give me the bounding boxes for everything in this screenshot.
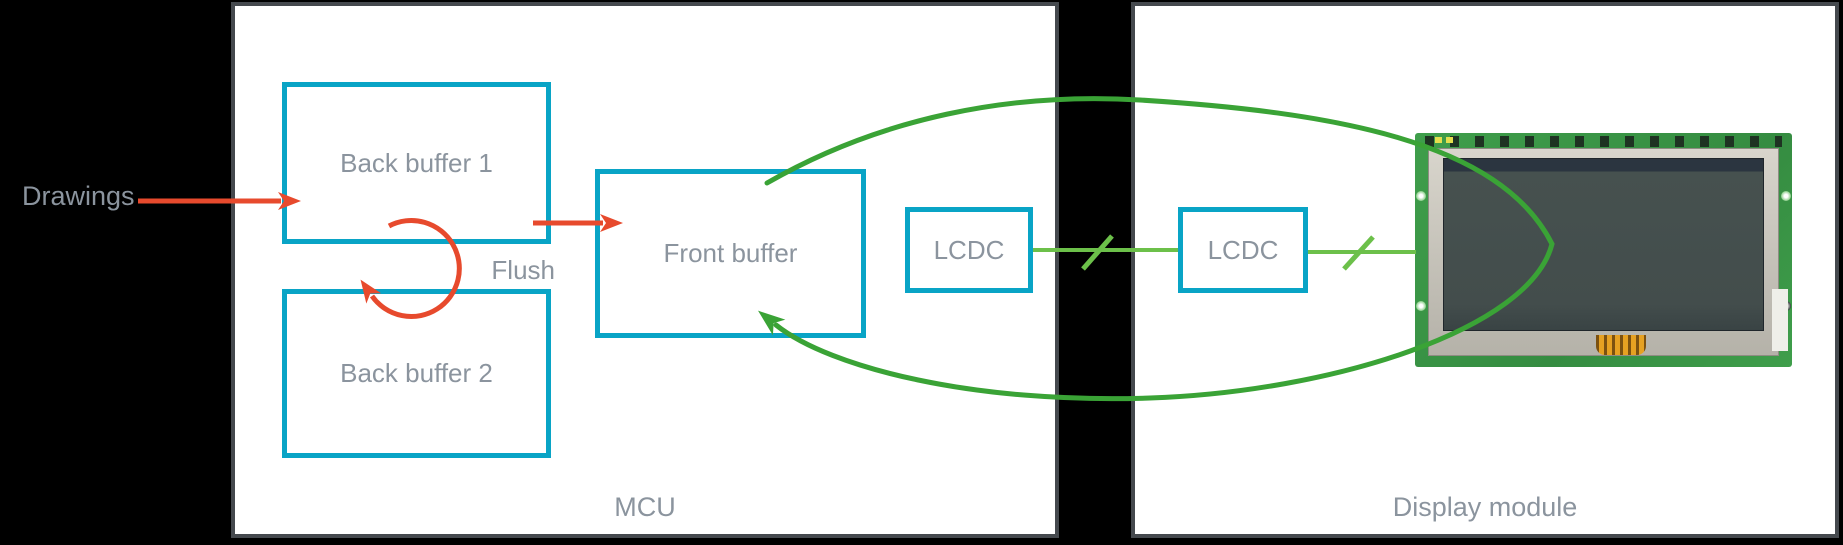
- display-pcb-components: [1425, 136, 1782, 147]
- lcdc-mcu-label: LCDC: [933, 234, 1005, 265]
- mcu-panel-label: MCU: [614, 492, 676, 522]
- back-buffer-1-box: Back buffer 1: [282, 82, 551, 244]
- lcdc-bus-width-slash-icon: [1081, 234, 1114, 271]
- display-screen: [1443, 158, 1764, 331]
- flush-label: Flush: [491, 255, 555, 285]
- back-buffer-2-box: Back buffer 2: [282, 289, 551, 458]
- display-mounting-pad: [1781, 191, 1791, 201]
- front-buffer-label: Front buffer: [663, 238, 798, 268]
- display-photo: [1415, 133, 1792, 367]
- display-bezel: [1428, 148, 1779, 356]
- display-pcb-led: [1446, 137, 1453, 143]
- display-flex-connector: [1596, 335, 1646, 355]
- display-mounting-pad: [1416, 301, 1426, 311]
- display-sticker: [1772, 289, 1788, 351]
- lcdc-mcu-box: LCDC: [905, 207, 1033, 293]
- back-buffer-2-label: Back buffer 2: [340, 358, 493, 388]
- display-mounting-pad: [1416, 191, 1426, 201]
- front-buffer-box: Front buffer: [595, 169, 866, 338]
- back-buffer-1-label: Back buffer 1: [340, 147, 493, 178]
- display-module-panel-label: Display module: [1392, 492, 1578, 522]
- drawings-label: Drawings: [22, 181, 135, 211]
- display-pcb-led: [1435, 137, 1442, 143]
- lcdc-display-label: LCDC: [1207, 234, 1279, 265]
- lcdc-display-box: LCDC: [1178, 207, 1308, 293]
